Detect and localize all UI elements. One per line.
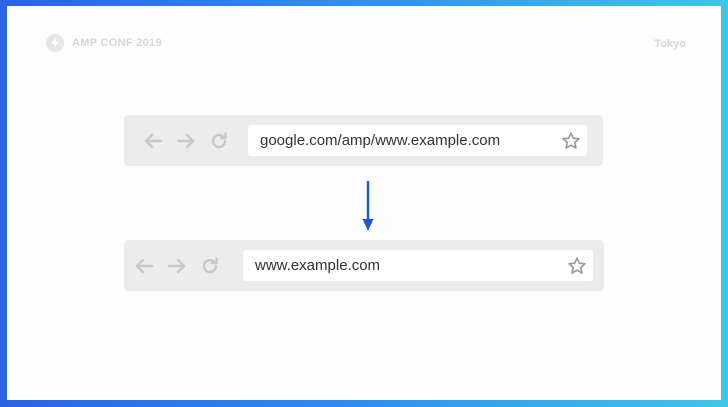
lightning-bolt-icon — [46, 34, 64, 52]
conference-brand: AMP CONF 2019 — [46, 34, 162, 52]
back-arrow-icon[interactable] — [136, 126, 169, 156]
reload-icon[interactable] — [193, 251, 226, 281]
browser-bar-before: google.com/amp/www.example.com — [124, 115, 603, 166]
url-text: www.example.com — [255, 257, 381, 274]
url-text: google.com/amp/www.example.com — [260, 132, 501, 149]
star-icon[interactable] — [560, 130, 581, 151]
star-icon[interactable] — [566, 255, 587, 276]
browser-bar-after: www.example.com — [124, 240, 604, 291]
down-arrow-icon — [361, 181, 375, 238]
forward-arrow-icon[interactable] — [169, 126, 202, 156]
back-arrow-icon[interactable] — [127, 251, 160, 281]
city-label: Tokyo — [654, 38, 686, 50]
forward-arrow-icon[interactable] — [160, 251, 193, 281]
address-bar[interactable]: www.example.com — [243, 250, 593, 281]
slide: AMP CONF 2019 Tokyo google — [7, 6, 721, 400]
nav-buttons — [124, 240, 226, 291]
brand-label: AMP CONF 2019 — [72, 37, 162, 49]
address-bar[interactable]: google.com/amp/www.example.com — [248, 125, 587, 156]
reload-icon[interactable] — [202, 126, 235, 156]
nav-buttons — [124, 115, 235, 166]
